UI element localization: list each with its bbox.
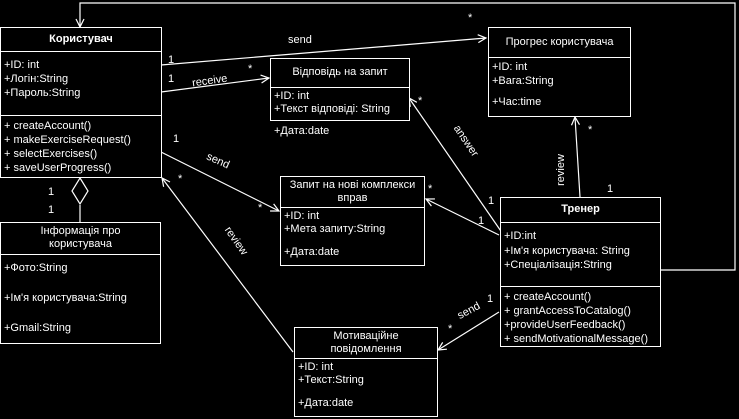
class-motivation[interactable]: Мотиваційне повідомлення +ID: int +Текст…: [294, 327, 438, 417]
class-user-operations: + createAccount() + makeExerciseRequest(…: [1, 115, 161, 177]
label-send-progress: send: [288, 34, 312, 46]
edge-coach-user-loop: [80, 2, 736, 271]
attribute: +Спеціалізація:String: [504, 259, 612, 271]
class-request[interactable]: Запит на нові комплекси вправ +ID: int +…: [280, 176, 425, 266]
operation: + sendMotivationalMessage(): [504, 333, 648, 345]
attribute: +Дата:date: [298, 397, 354, 409]
mult-coach-answer-src: 1: [488, 195, 495, 207]
class-motivation-title: Мотиваційне повідомлення: [295, 328, 437, 359]
attribute: +ID: int: [284, 210, 320, 222]
attribute: +Gmail:String: [4, 322, 71, 334]
class-user-attributes: +ID: int +Логін:String +Пароль:String: [1, 52, 161, 115]
class-coach-operations: + createAccount() + grantAccessToCatalog…: [501, 286, 660, 348]
edge-motivation-review-user: [162, 178, 294, 353]
attribute: +Дата:date: [274, 125, 330, 137]
mult-coach-send-src: 1: [487, 293, 494, 305]
aggregation-diamond: [71, 176, 89, 206]
operation: + saveUserProgress(): [4, 162, 112, 174]
class-motivation-attributes: +ID: int +Текст:String +Дата:date: [295, 359, 437, 412]
mult-user-receive-src: 1: [168, 73, 175, 85]
mult-review-user-star: *: [178, 173, 183, 185]
attribute: +ID: int: [4, 59, 40, 71]
mult-coach-review-src: 1: [607, 183, 614, 195]
class-user-info-title: Інформація про користувача: [1, 223, 160, 255]
operation: + createAccount(): [4, 120, 92, 132]
attribute: +ID:int: [504, 230, 537, 242]
attribute: +Мета запиту:String: [284, 223, 386, 235]
mult-coach-request-star: *: [428, 183, 433, 195]
mult-coach-progress-star: *: [468, 12, 473, 24]
attribute: +Ім'я користувача: String: [504, 244, 630, 257]
operation: + createAccount(): [504, 291, 592, 303]
edge-user-send-progress: [160, 38, 486, 66]
attribute: +Фото:String: [4, 262, 68, 274]
edge-user-send-request: [160, 151, 279, 211]
class-answer[interactable]: Відповідь на запит +ID: int +Текст відпо…: [270, 58, 410, 137]
mult-user-info-one-a: 1: [48, 186, 55, 198]
class-request-attributes: +ID: int +Мета запиту:String +Дата:date: [281, 208, 424, 261]
mult-coach-review-star: *: [588, 124, 593, 136]
mult-receive-star: *: [248, 63, 253, 75]
edge-coach-request: [426, 199, 500, 236]
attribute: +Вага:String: [492, 75, 554, 87]
class-coach[interactable]: Тренер +ID:int +Ім'я користувача: String…: [500, 197, 661, 347]
mult-user-info-one-b: 1: [48, 204, 55, 216]
attribute: +ID: int: [274, 90, 310, 102]
attribute: +Текст відповіді: String: [274, 103, 390, 115]
operation: +provideUserFeedback(): [504, 319, 626, 331]
class-user-info[interactable]: Інформація про користувача +Фото:String …: [0, 222, 161, 344]
class-user-title: Користувач: [1, 28, 161, 52]
attribute: +Дата:date: [284, 246, 340, 258]
mult-user-send-src: 1: [173, 133, 180, 145]
edge-coach-send-motivation: [438, 311, 500, 350]
attribute: +ID: int: [298, 361, 334, 373]
mult-coach-answer-star: *: [418, 95, 423, 107]
class-user[interactable]: Користувач +ID: int +Логін:String +Парол…: [0, 27, 162, 178]
edge-coach-answer: [409, 98, 506, 238]
attribute: +Час:time: [492, 96, 542, 108]
class-progress-attributes: +ID: int +Вага:String +Час:time: [489, 58, 630, 111]
attribute: +Текст:String: [298, 374, 364, 386]
attribute: +Ім'я користувача:String: [4, 292, 127, 304]
operation: + makeExerciseRequest(): [4, 134, 131, 146]
attribute: +Пароль:String: [4, 87, 81, 99]
operation: + selectExercises(): [4, 148, 98, 160]
mult-coach-request-src: 1: [478, 215, 485, 227]
mult-send-request-star: *: [258, 202, 263, 214]
edge-user-receive-answer: [160, 78, 269, 93]
operation: + grantAccessToCatalog(): [504, 305, 631, 317]
attribute: +Логін:String: [4, 73, 69, 85]
class-answer-title: Відповідь на запит: [271, 59, 409, 88]
class-coach-title: Тренер: [501, 198, 660, 223]
mult-motivation-star: *: [448, 323, 453, 335]
edge-coach-review-progress: [575, 117, 581, 198]
class-coach-attributes: +ID:int +Ім'я користувача: String +Спеці…: [501, 223, 660, 286]
label-review-progress: review: [554, 154, 567, 186]
attribute: +ID: int: [492, 61, 528, 73]
class-progress-title: Прогрес користувача: [489, 28, 630, 58]
class-request-title: Запит на нові комплекси вправ: [281, 177, 424, 208]
class-user-info-attributes: +Фото:String +Ім'я користувача:String +G…: [1, 255, 160, 337]
class-progress[interactable]: Прогрес користувача +ID: int +Вага:Strin…: [488, 27, 631, 117]
mult-user-progress-src: 1: [168, 54, 175, 66]
class-answer-attributes: +ID: int +Текст відповіді: String: [271, 88, 409, 124]
